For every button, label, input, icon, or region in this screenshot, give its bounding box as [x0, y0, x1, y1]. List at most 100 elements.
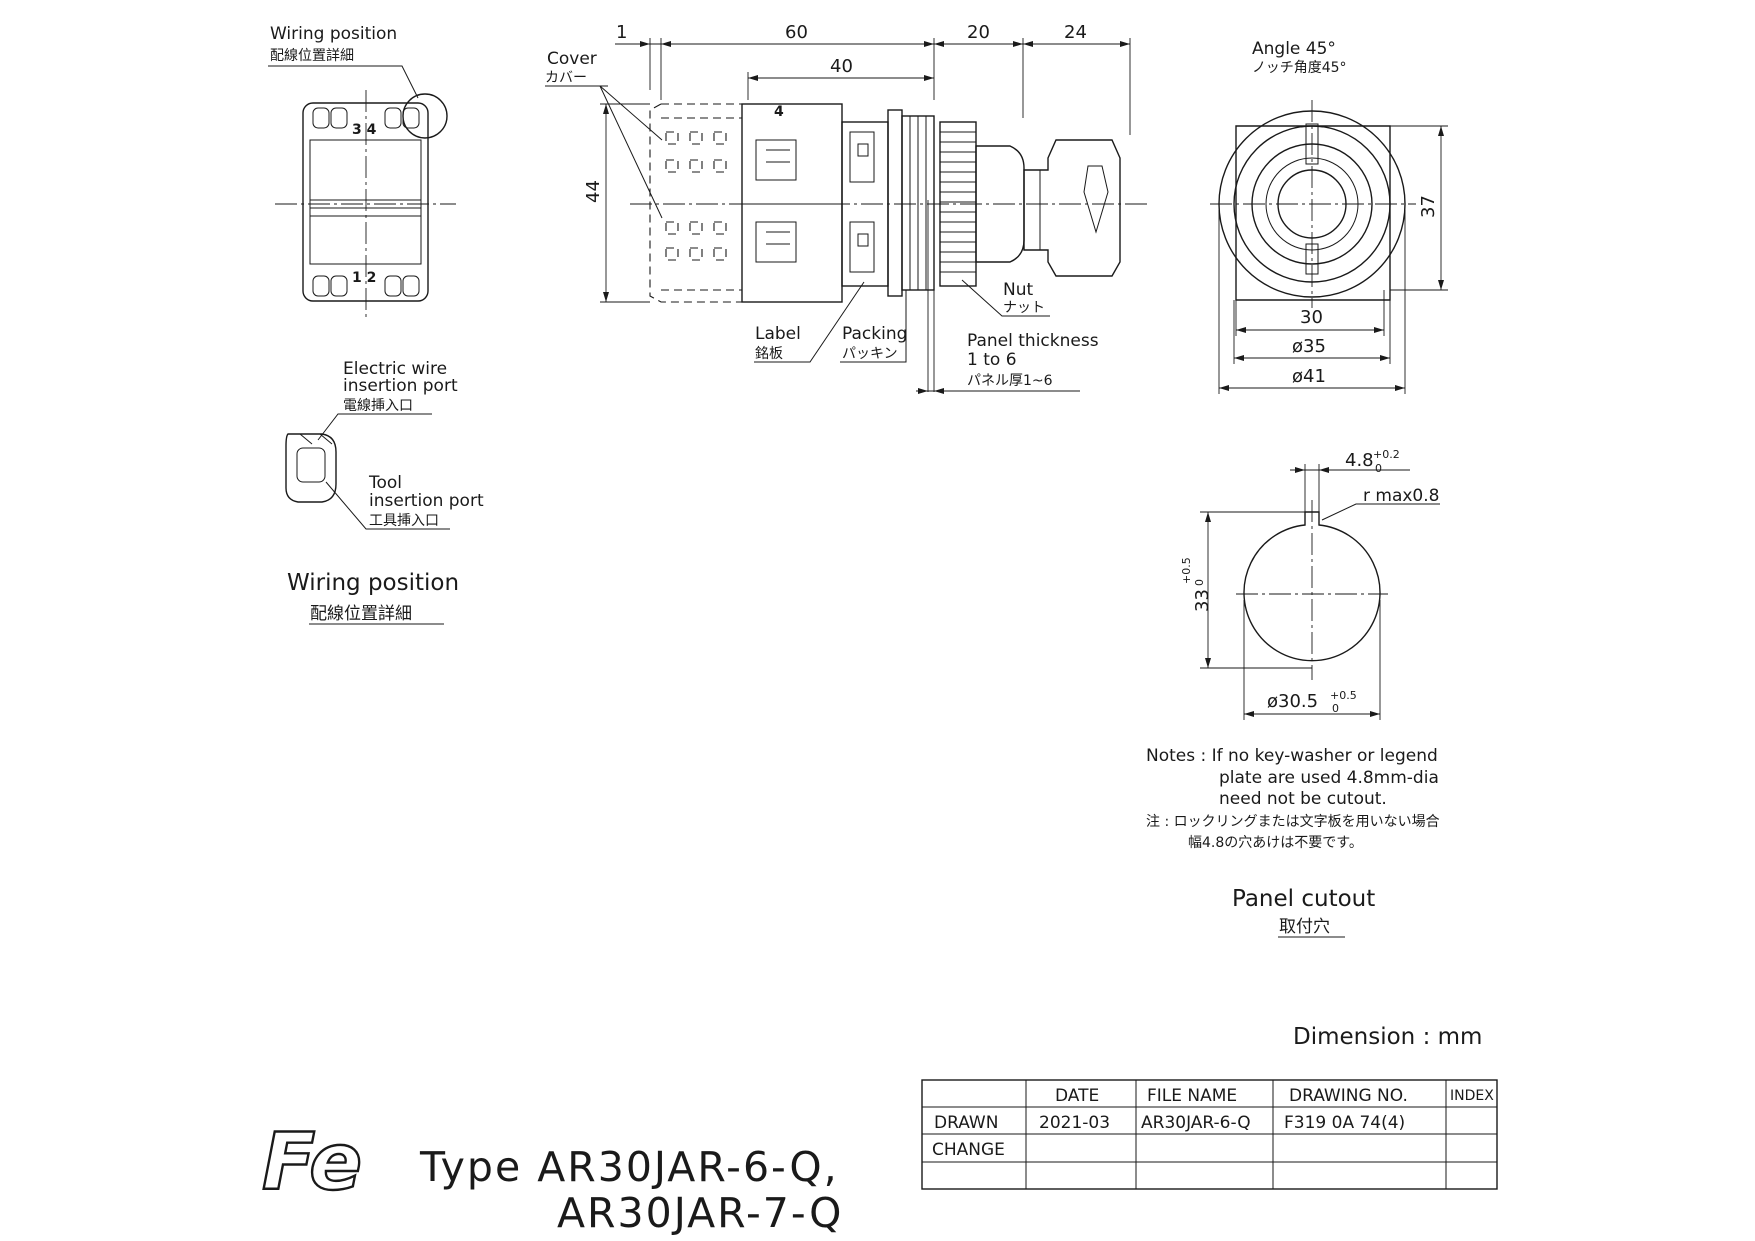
rear-view-wiring-label-jp: 配線位置詳細	[270, 48, 354, 64]
packing-label-jp: パッキン	[842, 346, 898, 362]
table-header-index: INDEX	[1450, 1088, 1494, 1104]
type-line-2: AR30JAR-7-Q	[557, 1189, 843, 1237]
body-contact-blocks	[755, 139, 797, 263]
packing	[887, 109, 903, 297]
dim-1: 1	[616, 22, 627, 43]
radius-leader	[1321, 503, 1440, 521]
electric-wire-label-jp: 電線挿入口	[343, 398, 413, 414]
panel-thickness-en-2: 1 to 6	[967, 350, 1017, 370]
rear-view: Wiring position 配線位置詳細 3 4 1 2	[268, 24, 456, 318]
dimension-unit-note: Dimension : mm	[1293, 1024, 1482, 1050]
detail-caption-en: Wiring position	[287, 570, 459, 596]
dim-35: ø35	[1292, 336, 1326, 357]
dim-30-5-tol-upper: +0.5	[1330, 689, 1357, 702]
rear-terminal-label-top: 3 4	[352, 122, 377, 138]
notes-jp-2: 幅4.8の穴あけは不要です。	[1188, 835, 1363, 851]
dim-4-8: 4.8	[1345, 450, 1374, 471]
cover-label-jp: カバー	[545, 70, 587, 86]
panel-thickness-jp: パネル厚1~6	[967, 373, 1053, 389]
fe-logo: Fe	[261, 1117, 364, 1209]
angle-label-en: Angle 45°	[1252, 39, 1336, 59]
dim-60: 60	[785, 22, 808, 43]
notes-en-3: need not be cutout.	[1219, 789, 1387, 809]
type-line-1: Type AR30JAR-6-Q,	[419, 1143, 839, 1191]
cover-outline-dashed	[649, 103, 748, 303]
tool-port-square	[296, 447, 326, 483]
panel-thickness-en-1: Panel thickness	[967, 331, 1099, 351]
dim-30: 30	[1300, 307, 1323, 328]
label-label-en: Label	[755, 324, 801, 344]
tool-leader	[325, 481, 450, 530]
dim-30-5: ø30.5	[1267, 691, 1318, 712]
table-row-drawn-file-name: AR30JAR-6-Q	[1141, 1113, 1251, 1133]
table-header-date: DATE	[1055, 1086, 1099, 1106]
electric-wire-label-1: Electric wire	[343, 359, 447, 379]
packing-leader	[840, 290, 907, 363]
front-view: Angle 45° ノッチ角度45° 37 30 ø35	[1210, 39, 1448, 394]
table-row-change-label: CHANGE	[932, 1140, 1005, 1160]
dim-33-tol-upper: +0.5	[1180, 557, 1193, 584]
notes-en-2: plate are used 4.8mm-dia	[1219, 768, 1439, 788]
nut-knurl-lines	[940, 131, 976, 273]
electric-wire-label-2: insertion port	[343, 376, 458, 396]
panel-cutout-caption-en: Panel cutout	[1232, 886, 1375, 912]
cutout-outline	[1243, 511, 1381, 662]
rear-terminal-label-bottom: 1 2	[352, 270, 376, 286]
key-slot-top	[1305, 123, 1319, 165]
dim-4-8-tol-lower: 0	[1375, 462, 1382, 475]
nut-label-en: Nut	[1003, 280, 1033, 300]
nut-label-jp: ナット	[1003, 300, 1045, 316]
rear-housing-outline	[302, 102, 429, 302]
dim-40: 40	[830, 56, 853, 77]
panel-cutout: 4.8 +0.2 0 r max0.8 33 +0.5 0 ø30.5 +0.5…	[1146, 448, 1440, 938]
label-label-jp: 銘板	[755, 346, 783, 362]
table-row-drawn-drawing-no: F319 0A 74(4)	[1284, 1113, 1405, 1133]
cover-terminal-slots	[665, 131, 727, 261]
table-header-file-name: FILE NAME	[1147, 1086, 1237, 1106]
dim-30-5-tol-lower: 0	[1332, 702, 1339, 715]
rear-bottom-terminal-slots	[312, 275, 420, 297]
wiring-leader-line	[268, 65, 419, 99]
dim-44: 44	[583, 180, 604, 203]
rear-view-wiring-label-en: Wiring position	[270, 24, 397, 44]
dim-33-tol-lower: 0	[1193, 579, 1206, 586]
panel-cutout-caption-jp: 取付穴	[1279, 917, 1330, 937]
cover-leader-1	[599, 85, 663, 141]
cover-leader-2	[599, 85, 663, 219]
wiring-detail-circle	[402, 93, 448, 139]
dim-41: ø41	[1292, 366, 1326, 387]
dim-24: 24	[1064, 22, 1087, 43]
packing-label-en: Packing	[842, 324, 907, 344]
dim-20: 20	[967, 22, 990, 43]
switch-body	[741, 103, 843, 303]
table-header-drawing-no: DRAWING NO.	[1289, 1086, 1408, 1106]
table-row-drawn-label: DRAWN	[934, 1113, 998, 1133]
label-leader	[754, 281, 865, 363]
port-body-outline	[285, 433, 337, 503]
side-terminal-mark: 4	[774, 104, 784, 120]
tool-label-1: Tool	[368, 473, 402, 493]
nut-leader	[961, 279, 1050, 317]
table-row-drawn-date: 2021-03	[1039, 1113, 1110, 1133]
tool-label-2: insertion port	[369, 491, 484, 511]
dim-33: 33	[1192, 589, 1213, 612]
key-hole	[1083, 165, 1109, 234]
rear-top-terminal-slots	[312, 107, 420, 129]
radius-label: r max0.8	[1363, 486, 1439, 506]
rear-housing-inner	[309, 139, 422, 265]
electric-wire-leader	[317, 413, 432, 441]
dim-4-8-tol-upper: +0.2	[1373, 448, 1400, 461]
fe-logo-text: Fe	[262, 1118, 362, 1208]
tool-label-jp: 工具挿入口	[369, 513, 439, 529]
notes-en-1: Notes : If no key-washer or legend	[1146, 746, 1438, 766]
detail-caption-jp: 配線位置詳細	[310, 604, 412, 624]
angle-label-jp: ノッチ角度45°	[1252, 60, 1347, 76]
dim-37: 37	[1418, 195, 1439, 218]
title-block: Dimension : mm Fe Type AR30JAR-6-Q, AR30…	[261, 1024, 1498, 1237]
key-head	[1023, 139, 1121, 277]
notes-jp-1: 注 : ロックリングまたは文字板を用いない場合	[1146, 814, 1440, 830]
side-view: 1 60 20 24 40 44	[545, 22, 1150, 394]
cover-label-en: Cover	[547, 49, 597, 69]
insertion-port-detail: Electric wire insertion port 電線挿入口 Tool …	[285, 359, 484, 625]
